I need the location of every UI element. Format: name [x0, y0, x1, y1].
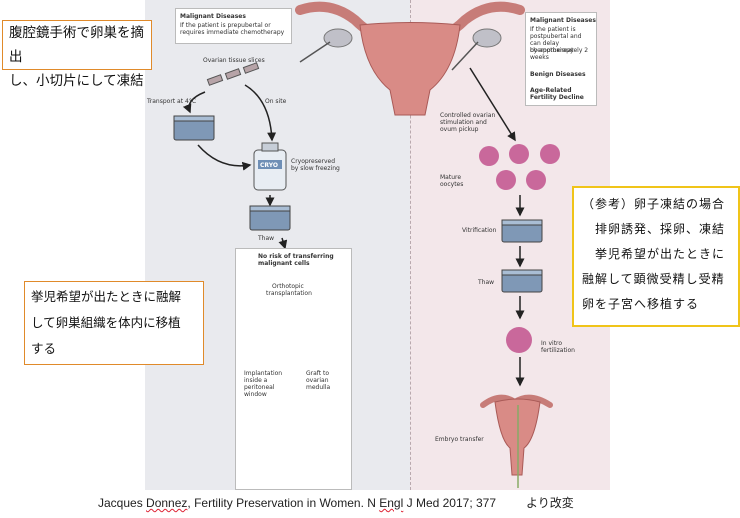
left-box-line-2: requires immediate chemotherapy	[180, 29, 285, 36]
ivf-line-1: In vitro	[541, 340, 563, 347]
arrow-right-main	[469, 67, 516, 142]
transport-label: Transport at 4°C	[147, 98, 197, 105]
left-box-line-1: If the patient is prepubertal or	[180, 22, 271, 29]
mature-line-1: Mature	[440, 174, 462, 181]
ovarian-slices-label: Ovarian tissue slices	[203, 57, 265, 64]
graft-line-2: ovarian	[306, 377, 329, 384]
note-right-line-1: （参考）卵子凍結の場合	[582, 197, 726, 211]
cryopreserved-line-1: Cryopreserved	[291, 158, 336, 165]
benign-diseases-label: Benign Diseases	[530, 71, 586, 78]
note-right: （参考）卵子凍結の場合 排卵誘発、採卵、凍結 挙児希望が出たときに 融解して顕微…	[572, 186, 740, 327]
orthotopic-line-2: transplantation	[266, 290, 312, 297]
uterus-top-image	[295, 1, 525, 116]
on-site-label: On site	[265, 98, 287, 105]
vitrification-container-image	[501, 219, 543, 243]
note-left: 挙児希望が出たときに融解 して卵巣組織を体内に移植 する	[24, 281, 204, 365]
transport-container-image	[173, 115, 215, 141]
note-left-line-2: して卵巣組織を体内に移植	[31, 315, 181, 330]
right-box-line-1: If the patient is	[530, 26, 576, 33]
citation-surname: Donnez	[146, 496, 188, 510]
cryo-tank-image	[253, 142, 287, 191]
implantation-line-4: window	[244, 391, 267, 398]
note-left-line-1: 挙児希望が出たときに融解	[31, 289, 182, 304]
citation: Jacques Donnez, Fertility Preservation i…	[98, 494, 574, 511]
note-top-left: 腹腔鏡手術で卵巣を摘出 し、小切片にして凍結	[2, 20, 152, 89]
note-right-line-3: 挙児希望が出たときに	[582, 247, 726, 261]
ivf-line-2: fertilization	[541, 347, 575, 354]
note-right-line-4: 融解して顕微受精し受精	[582, 272, 725, 286]
stimulation-line-3: ovum pickup	[440, 126, 479, 133]
thaw-container-left-image	[249, 205, 291, 231]
implantation-line-3: peritoneal	[244, 384, 275, 391]
citation-post: J Med 2017; 377	[403, 496, 497, 510]
graft-line-3: medulla	[306, 384, 331, 391]
note-top-left-line-1: 腹腔鏡手術で卵巣を摘出	[9, 25, 144, 65]
thaw-container-right-image	[501, 269, 543, 293]
vitrification-label: Vitrification	[462, 227, 497, 234]
mature-line-2: oocytes	[440, 181, 464, 188]
note-right-line-5: 卵を子宮へ移植する	[582, 297, 700, 311]
uterus-embryo-transfer-image	[480, 394, 553, 488]
left-box-title: Malignant Diseases	[180, 13, 246, 20]
right-box-title: Malignant Diseases	[530, 17, 596, 24]
panel-divider	[410, 0, 412, 490]
cryopreserved-line-2: by slow freezing	[291, 165, 340, 172]
orthotopic-line-1: Orthotopic	[272, 283, 304, 290]
right-box-line-4: by approximately 2 weeks	[530, 47, 589, 61]
right-box-line-2: postpubertal and	[530, 33, 582, 40]
no-risk-line-1: No risk of transferring	[258, 253, 334, 260]
no-risk-line-2: malignant cells	[258, 260, 310, 267]
citation-pre: Jacques	[98, 496, 147, 510]
implantation-line-1: Implantation	[244, 370, 283, 377]
citation-engl: Engl	[379, 496, 404, 510]
no-risk-box: No risk of transferring malignant cells …	[235, 248, 352, 490]
graft-line-1: Graft to	[306, 370, 330, 377]
embryo-transfer-label: Embryo transfer	[435, 436, 484, 443]
right-box-line-3: can delay chemotherapy	[530, 40, 574, 54]
arrow-on-site	[244, 84, 277, 142]
oocytes-image	[479, 144, 560, 190]
arrow-to-no-risk	[278, 237, 288, 250]
age-related-label: Age-Related Fertility Decline	[530, 87, 584, 101]
ovarian-slices-image	[206, 62, 260, 86]
thaw-left-label: Thaw	[258, 235, 275, 242]
note-right-line-2: 排卵誘発、採卵、凍結	[582, 222, 726, 236]
note-top-left-line-2: し、小切片にして凍結	[9, 73, 144, 89]
right-info-box: Malignant Diseases If the patient is pos…	[525, 12, 597, 106]
cryo-label: CRYO	[260, 162, 278, 169]
arrow-transport	[182, 91, 206, 114]
implantation-line-2: inside a	[244, 377, 268, 384]
citation-mid: , Fertility Preservation in Women. N	[187, 496, 380, 510]
stimulation-line-2: stimulation and	[440, 119, 487, 126]
fertilized-egg-image	[506, 327, 532, 353]
stimulation-line-1: Controlled ovarian	[440, 112, 496, 119]
note-left-line-3: する	[31, 341, 57, 356]
arrow-to-cryo	[197, 144, 252, 171]
citation-suffix: より改変	[526, 496, 574, 510]
thaw-right-label: Thaw	[478, 279, 495, 286]
left-info-box: Malignant Diseases If the patient is pre…	[175, 8, 292, 44]
